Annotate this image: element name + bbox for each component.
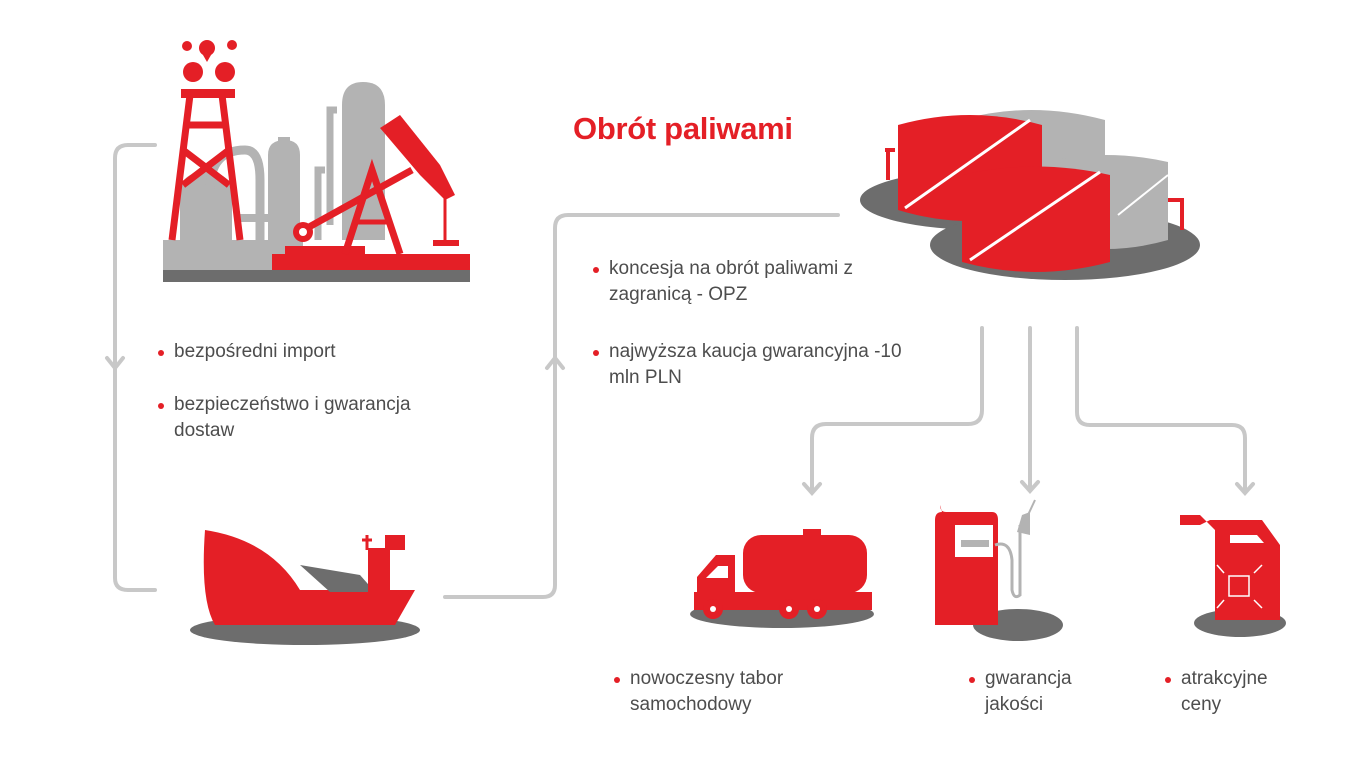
bullet-guarantee-deposit: najwyższa kaucja gwarancyjna -10 mln PLN bbox=[591, 339, 919, 391]
arrow-down-icon bbox=[105, 356, 125, 372]
bullet-prices: atrakcyjne ceny bbox=[1163, 666, 1301, 718]
tanker-truck-icon bbox=[690, 529, 874, 628]
bullet-import-direct: bezpośredni import bbox=[156, 339, 434, 365]
bullet-fleet: nowoczesny tabor samochodowy bbox=[612, 666, 830, 718]
oil-refinery-icon bbox=[163, 40, 470, 282]
bullet-import-security: bezpieczeństwo i gwarancja dostaw bbox=[156, 392, 464, 444]
branch-can bbox=[1075, 326, 1247, 494]
flow-connectors bbox=[105, 143, 1255, 599]
tanker-ship-icon bbox=[190, 530, 420, 645]
storage-tanks-icon bbox=[860, 110, 1200, 280]
fuel-pump-icon bbox=[935, 499, 1063, 641]
oil-drops-icon bbox=[182, 40, 237, 82]
jerrycan-icon bbox=[1180, 515, 1286, 637]
import-loop-line bbox=[113, 143, 157, 592]
bullet-quality: gwarancja jakości bbox=[967, 666, 1085, 718]
page-title: Obrót paliwami bbox=[573, 111, 793, 146]
bullet-concession: koncesja na obrót paliwami z zagranicą -… bbox=[591, 256, 879, 308]
trade-connector-line bbox=[443, 213, 840, 599]
arrow-up-icon bbox=[545, 354, 565, 370]
branch-truck bbox=[810, 326, 984, 494]
